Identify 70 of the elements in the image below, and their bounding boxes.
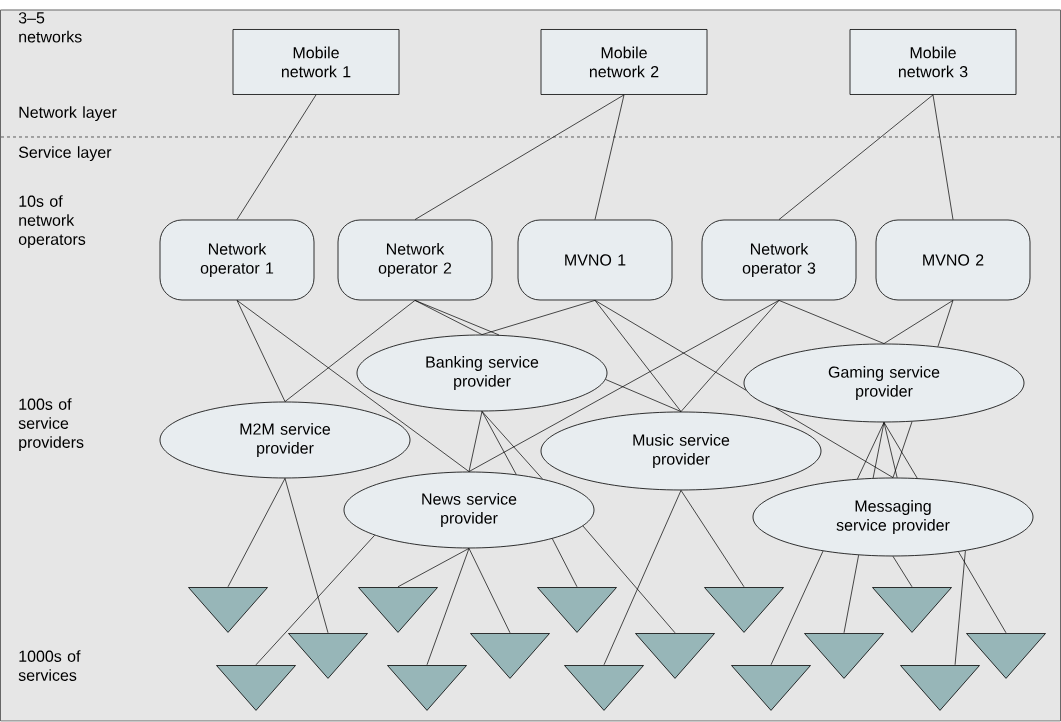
service-triangle — [635, 633, 715, 679]
layer-label: 100s of service providers — [18, 398, 84, 452]
service-triangle — [704, 587, 784, 633]
connector-line — [883, 422, 918, 479]
connector-line — [236, 300, 286, 402]
connector-line — [594, 94, 625, 220]
layer-label: Service layer — [18, 146, 112, 162]
connector-line — [284, 478, 329, 634]
connector-line — [954, 550, 966, 666]
connector-line — [937, 300, 954, 347]
service-triangle — [872, 587, 952, 633]
connector-line — [872, 422, 885, 479]
connector-line — [680, 300, 780, 412]
network-box: Mobile network 1 — [232, 29, 400, 95]
service-triangle — [216, 665, 296, 711]
connector-line — [582, 525, 676, 634]
operator-box: Network operator 3 — [701, 219, 857, 301]
layer-label: Network layer — [19, 106, 117, 122]
connector-line — [843, 554, 859, 634]
operator-box: MVNO 2 — [875, 219, 1031, 301]
connector-line — [236, 300, 470, 472]
service-triangle — [564, 665, 644, 711]
service-triangle — [387, 665, 467, 711]
service-triangle — [288, 633, 368, 679]
connector-line — [426, 548, 470, 666]
network-box: Mobile network 3 — [849, 29, 1017, 95]
connector-line — [680, 490, 745, 588]
connector-line — [552, 538, 578, 588]
connector-line — [284, 300, 416, 402]
service-triangle — [731, 665, 811, 711]
connector-line — [481, 411, 517, 475]
connector-line — [594, 300, 747, 391]
connector-line — [481, 411, 543, 480]
service-triangle — [900, 665, 980, 711]
connector-line — [414, 300, 500, 336]
connector-line — [892, 421, 913, 478]
layer-label: 3–5 networks — [18, 12, 82, 43]
connector-line — [778, 300, 885, 344]
connector-line — [468, 548, 511, 634]
service-triangle — [358, 587, 438, 633]
connector-line — [236, 94, 317, 220]
service-triangle — [188, 587, 268, 633]
connector-line — [883, 300, 954, 344]
connector-line — [778, 94, 934, 220]
connector-line — [594, 300, 682, 412]
operator-box: Network operator 1 — [159, 219, 315, 301]
connector-line — [892, 556, 913, 588]
service-triangle — [537, 587, 617, 633]
service-triangle — [966, 633, 1046, 679]
connector-line — [605, 379, 682, 412]
connector-line — [227, 478, 286, 588]
connector-line — [883, 422, 898, 478]
connector-line — [255, 534, 375, 666]
connector-line — [468, 411, 483, 472]
connector-line — [932, 94, 954, 220]
connector-line — [468, 300, 780, 472]
layer-label: 1000s of services — [18, 650, 81, 681]
layer-label: 10s of network operators — [18, 195, 86, 249]
connector-line — [603, 490, 682, 666]
connector-line — [770, 550, 824, 666]
operator-box: MVNO 1 — [517, 219, 673, 301]
service-triangle — [470, 633, 550, 679]
network-box: Mobile network 2 — [540, 29, 708, 95]
connector-line — [397, 548, 470, 588]
service-triangle — [804, 633, 884, 679]
connector-line — [481, 300, 596, 335]
connector-line — [958, 551, 1007, 634]
connector-line — [414, 94, 625, 220]
operator-box: Network operator 2 — [337, 219, 493, 301]
connector-line — [857, 422, 885, 480]
